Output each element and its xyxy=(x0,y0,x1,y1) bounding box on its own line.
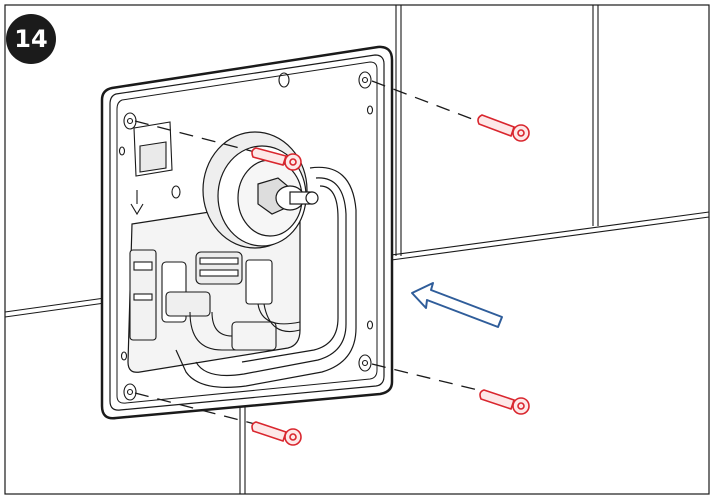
screw-icon xyxy=(479,389,530,415)
guide-lines xyxy=(134,80,487,425)
step-number-badge: 14 xyxy=(6,14,56,64)
screw-icon xyxy=(251,421,302,446)
insert-direction-arrow-icon xyxy=(411,282,503,328)
pipe-fittings xyxy=(129,249,301,351)
plate-holes xyxy=(118,71,374,401)
wall-tiles xyxy=(4,5,710,494)
screw-icon xyxy=(477,114,530,142)
screw-icon xyxy=(251,147,302,171)
valve-bracket xyxy=(130,121,173,216)
screws xyxy=(251,114,530,446)
handle-loop xyxy=(175,166,357,388)
